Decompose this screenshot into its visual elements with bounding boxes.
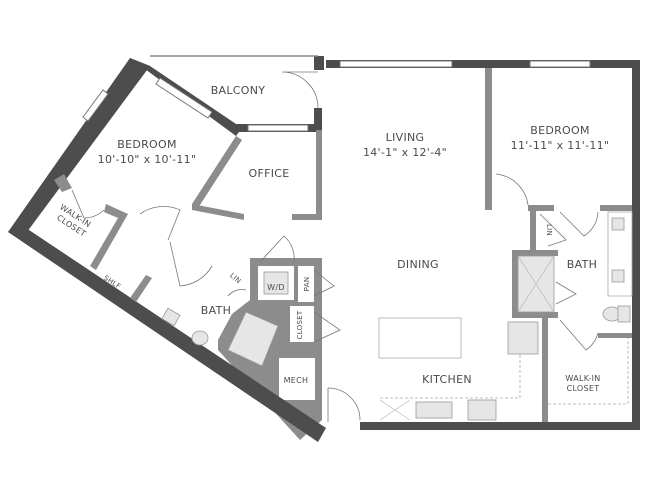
label-living-dims: 14'-1" x 12'-4" (363, 146, 447, 159)
balcony-wall-stub (314, 108, 322, 130)
door-lin1[interactable] (227, 289, 247, 297)
wall-bedroom2-bottom-2 (600, 205, 632, 211)
door-pantry[interactable] (313, 269, 335, 297)
bathtub-icon (227, 311, 279, 367)
toilet-tank-icon (617, 305, 631, 323)
label-balcony: BALCONY (211, 84, 266, 97)
wall-bedroom2-bottom-1 (528, 205, 554, 211)
door-bath1[interactable] (169, 241, 213, 287)
door-wd[interactable] (259, 235, 295, 263)
wall-shower-left (512, 250, 518, 316)
door-walkin1[interactable] (71, 189, 105, 219)
window-living (339, 60, 453, 68)
wall-office-right (316, 130, 322, 220)
refrigerator-icon (507, 321, 539, 355)
door-bedroom2[interactable] (495, 173, 529, 206)
kitchen-island (378, 317, 462, 359)
label-bedroom2: BEDROOM (530, 124, 590, 137)
wall-walkin1 (90, 204, 128, 270)
wall-bath1-left (130, 275, 152, 302)
washer-dryer-icon (263, 271, 289, 295)
counter-line (380, 354, 521, 399)
label-dining: DINING (397, 258, 439, 271)
door-shower[interactable] (555, 281, 577, 305)
label-bedroom1-dims: 10'-10" x 10'-11" (98, 153, 197, 166)
wall-bedroom2-left (485, 68, 492, 210)
exterior-wall-diagonal (8, 224, 326, 442)
label-walkin2-line2: CLOSET (567, 384, 600, 393)
label-bedroom1: BEDROOM (117, 138, 177, 151)
wall-walkin2-top (598, 333, 632, 338)
window-office (247, 124, 309, 132)
label-living: LIVING (386, 131, 425, 144)
window-bedroom-w (82, 89, 109, 122)
door-entry[interactable] (327, 387, 361, 422)
sink-icon (611, 269, 625, 283)
mech-room (279, 358, 315, 400)
balcony-wall-top (314, 56, 324, 70)
walkin2-shelf (548, 338, 629, 405)
door-closet[interactable] (313, 311, 341, 343)
toilet-icon (191, 330, 209, 346)
closet-room (290, 306, 314, 342)
cooktop-icon (467, 399, 497, 421)
door-walkin2[interactable] (559, 319, 599, 351)
label-wd: W/D (267, 283, 285, 292)
window-bedroom-ne (155, 77, 213, 119)
pantry (298, 266, 314, 302)
window-bedroom2 (529, 60, 591, 68)
label-walkin2-line1: WALK-IN (565, 374, 600, 383)
bath1-floor (132, 262, 250, 350)
door-lin2[interactable] (539, 213, 567, 247)
label-pan: PAN (303, 277, 311, 292)
wall-office-bottom-1 (192, 204, 244, 220)
wall-lin2 (530, 205, 536, 255)
sink-icon (161, 307, 181, 327)
door-bath2[interactable] (559, 211, 599, 237)
sink-icon (611, 217, 625, 231)
wall-office-left (192, 136, 242, 208)
wall-shower-top (512, 250, 558, 256)
label-bath2: BATH (567, 258, 597, 271)
exterior-wall-left (8, 58, 150, 236)
wall-walkin1-stub (54, 174, 72, 192)
door-balcony[interactable] (281, 71, 319, 109)
label-bath1: BATH (201, 304, 231, 317)
shower-cross (517, 255, 555, 313)
label-bedroom2-dims: 11'-11" x 11'-11" (511, 139, 610, 152)
label-lin2: LIN (545, 224, 553, 236)
label-office: OFFICE (249, 167, 290, 180)
kitchen-sink-icon (415, 401, 453, 419)
label-kitchen: KITCHEN (422, 373, 472, 386)
wall-office-bottom-2 (292, 214, 322, 220)
wall-shower-bottom (512, 312, 558, 318)
label-mech: MECH (284, 376, 309, 385)
door-bedroom1[interactable] (139, 206, 181, 241)
dishwasher-icon (379, 399, 411, 421)
label-closet: CLOSET (296, 310, 304, 339)
wall-walkin2-left (542, 312, 548, 422)
